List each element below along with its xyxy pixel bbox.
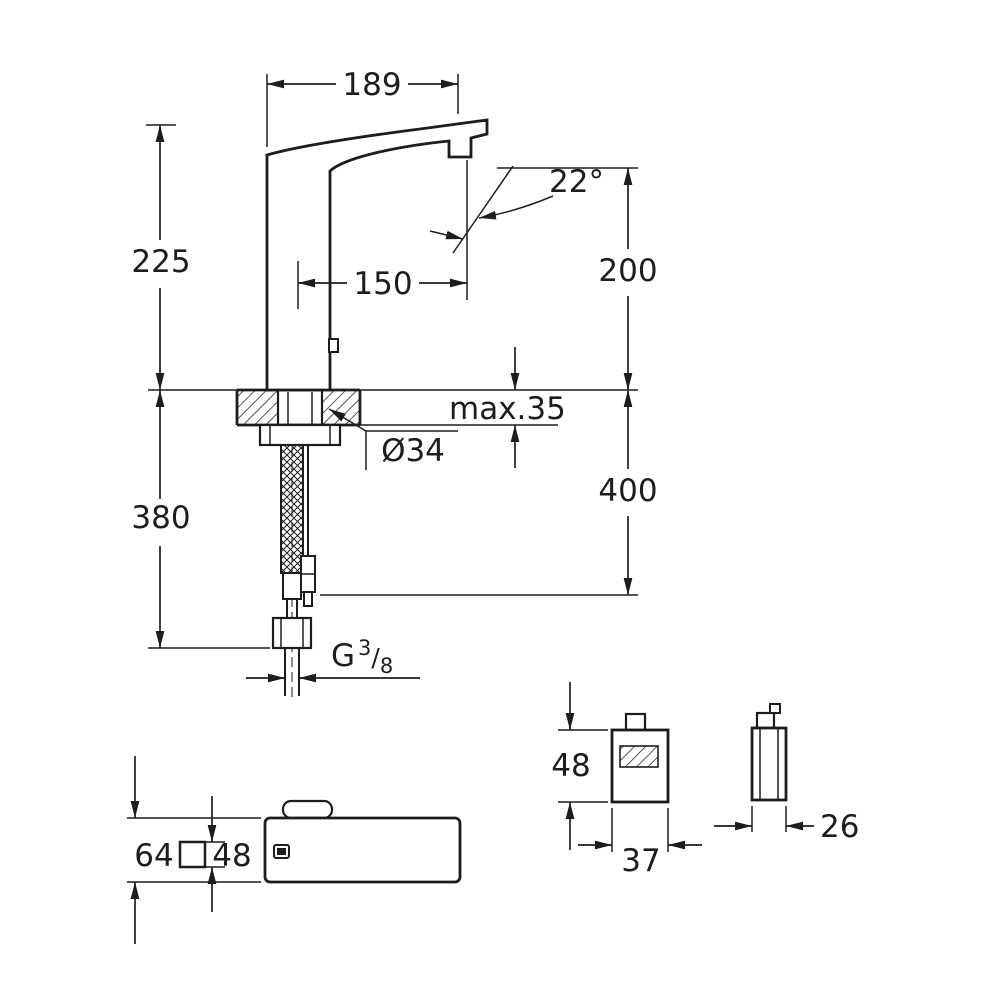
dimension-supply-length: 400 [320, 390, 658, 596]
dim-square-size-label: 48 [212, 838, 251, 874]
square-symbol-icon [178, 840, 207, 869]
control-box-side-body [750, 726, 788, 802]
dim-box-depth-label: 26 [820, 809, 859, 845]
dim-below-deck-height-label: 380 [131, 500, 190, 536]
thread-connector-nut [271, 616, 313, 650]
dimension-height-above-deck: 225 [131, 124, 191, 390]
dim-box-height-label: 48 [551, 748, 590, 784]
lever-top-view [281, 799, 334, 820]
dim-spout-reach-label: 150 [353, 266, 412, 302]
mounting-nut [258, 423, 342, 447]
faucet-body-top-view [263, 816, 462, 884]
control-box-side-view: 26 [714, 703, 859, 845]
dimension-spout-reach: 150 [297, 261, 467, 309]
dim-supply-length-label: 400 [598, 473, 657, 509]
hose-ferrule [282, 572, 302, 600]
dim-spray-angle-label: 22° [549, 164, 604, 200]
sensor-window [328, 338, 339, 353]
braided-hose [280, 444, 304, 574]
dimension-max-deck-thickness: max.35 [449, 347, 566, 468]
box-grille [619, 745, 659, 768]
dimension-hole-diameter: Ø34 [328, 408, 458, 470]
top-view: 64 48 [127, 756, 462, 944]
faucet-side-outline [265, 118, 489, 392]
box-side-tab [755, 711, 776, 730]
dim-hole-diameter-label: Ø34 [381, 433, 445, 469]
control-box-front-view: 48 37 [551, 682, 702, 879]
dim-outlet-height-label: 200 [598, 253, 657, 289]
dimension-below-deck-height: 380 [131, 390, 270, 649]
dim-height-above-deck-label: 225 [131, 244, 190, 280]
spray-direction-line [452, 165, 514, 254]
deck-cross-section [148, 388, 638, 427]
dim-max-deck-thickness-label: max.35 [449, 391, 566, 427]
dim-box-width-label: 37 [621, 843, 660, 879]
box-side-clip [769, 703, 781, 714]
dimension-outlet-height: 200 [497, 167, 658, 390]
dim-depth-label: 64 [134, 838, 173, 874]
dimension-spout-width: 189 [266, 67, 459, 147]
dim-spout-width-label: 189 [342, 67, 401, 103]
box-mounting-tab [624, 712, 647, 732]
below-deck-assembly [258, 390, 342, 700]
dimension-spray-angle: 22° [429, 160, 604, 300]
